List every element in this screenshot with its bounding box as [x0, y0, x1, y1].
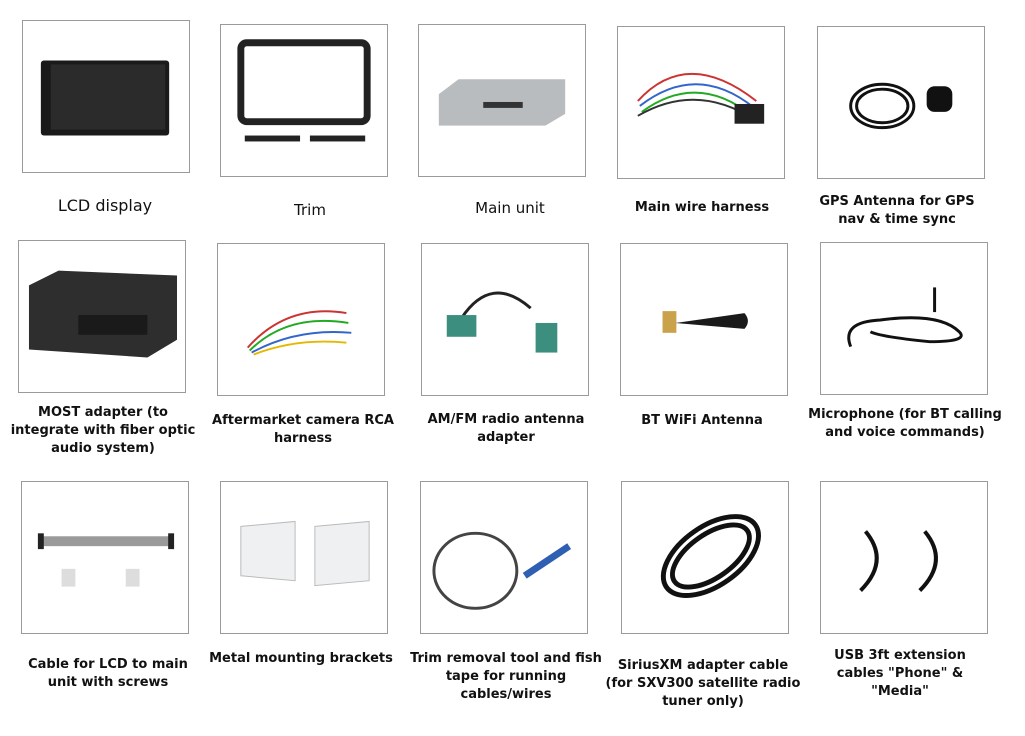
item-label: Microphone (for BT calling and voice com…: [808, 407, 1002, 440]
item-label: Cable for LCD to main unit with screws: [28, 657, 188, 690]
gps-antenna-image: [817, 26, 985, 179]
wire-harness-image: [617, 26, 785, 179]
main-unit-image: [418, 24, 586, 177]
brackets-image: [220, 481, 388, 634]
item-label: Main unit: [475, 199, 545, 217]
camera-harness-image: [217, 243, 385, 396]
radio-adapter-image: [421, 243, 589, 396]
item-label: GPS Antenna for GPS nav & time sync: [819, 194, 975, 227]
bt-antenna-image: [620, 243, 788, 396]
item-label: LCD display: [57, 196, 153, 215]
lcd-cable-image: [21, 481, 189, 634]
item-label: Aftermarket camera RCA harness: [212, 413, 394, 446]
siriusxm-cable-image: [621, 481, 789, 634]
item-label: USB 3ft extension cables "Phone" & "Medi…: [834, 648, 966, 699]
trim-image: [220, 24, 388, 177]
microphone-image: [820, 242, 988, 395]
item-label: AM/FM radio antenna adapter: [427, 412, 585, 445]
most-adapter-image: [18, 240, 186, 393]
item-label: BT WiFi Antenna: [641, 413, 763, 428]
item-label: Main wire harness: [634, 200, 770, 215]
item-label: Metal mounting brackets: [209, 651, 393, 666]
usb-cable-image: [820, 481, 988, 634]
item-label: SiriusXM adapter cable (for SXV300 satel…: [605, 658, 801, 709]
item-label: Trim removal tool and fish tape for runn…: [410, 651, 602, 702]
lcd-display-image: [22, 20, 190, 173]
item-label: MOST adapter (to integrate with fiber op…: [10, 405, 196, 456]
item-label: Trim: [294, 201, 326, 219]
trim-tool-image: [420, 481, 588, 634]
